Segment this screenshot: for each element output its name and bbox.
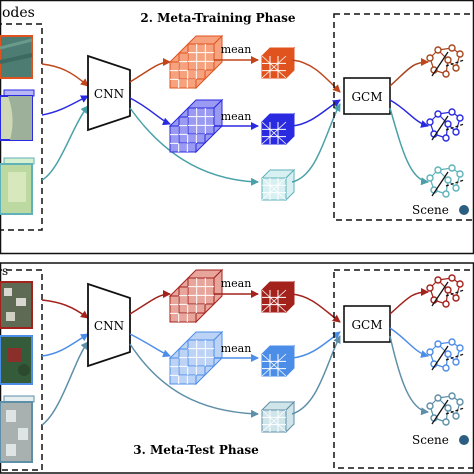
phase-title: 3. Meta-Test Phase xyxy=(133,443,259,457)
feature-cube-icon xyxy=(260,280,296,314)
feature-cube-icon xyxy=(168,34,224,90)
phase-title: 2. Meta-Training Phase xyxy=(140,11,296,25)
support-arrow-orange xyxy=(41,63,89,87)
prototype-arrow-steel xyxy=(291,335,341,415)
mean-label: mean xyxy=(221,342,252,355)
scene-glyph-icon xyxy=(459,205,469,215)
graph-arrow-teal xyxy=(389,107,429,186)
cnn-label: CNN xyxy=(94,87,124,101)
support-image-icon xyxy=(0,281,33,329)
gcm-region xyxy=(333,13,474,221)
panel-border xyxy=(0,0,474,255)
gcm-label: GCM xyxy=(351,318,382,332)
cnn-label: CNN xyxy=(94,319,124,333)
scene-graph-icon xyxy=(426,392,465,426)
graph-arrow-lightblue xyxy=(389,327,429,358)
support-image-icon xyxy=(0,35,33,79)
prototype-arrow-darkred xyxy=(291,293,341,323)
feature-cube-icon xyxy=(168,268,224,324)
support-image-icon xyxy=(0,89,35,141)
query-image-icon xyxy=(0,157,35,215)
support-image-icon xyxy=(0,335,33,385)
scene-graph-icon xyxy=(426,164,465,198)
prototype-arrow-lightblue xyxy=(291,331,341,359)
scene-glyph-icon xyxy=(459,435,469,445)
meta-test-panel: s CNN mean xyxy=(0,262,474,474)
episodes-box xyxy=(0,23,43,231)
scene-label: Scene xyxy=(412,433,449,447)
feature-arrow-blue xyxy=(129,97,171,126)
feature-cube-icon xyxy=(260,344,296,378)
prototype-arrow-blue xyxy=(291,99,341,127)
cnn-block xyxy=(87,54,131,132)
mean-label: mean xyxy=(221,43,252,56)
scene-label: Scene xyxy=(412,203,449,217)
support-arrow-darkred xyxy=(41,299,89,319)
gcm-block xyxy=(343,305,391,343)
support-arrow-blue xyxy=(41,95,89,116)
mean-label: mean xyxy=(221,110,252,123)
query-feature-arrow-steel xyxy=(129,343,259,418)
support-arrow-lightblue xyxy=(41,333,89,357)
graph-arrow-darkred xyxy=(389,288,429,315)
feature-cube-icon xyxy=(260,46,296,80)
feature-cube-icon xyxy=(168,330,224,386)
feature-cube-icon xyxy=(260,400,296,434)
query-arrow-steel xyxy=(41,341,89,426)
scene-graph-icon xyxy=(426,108,465,142)
scene-graph-icon xyxy=(426,338,465,372)
mean-label: mean xyxy=(221,277,252,290)
query-image-icon xyxy=(0,395,35,463)
meta-training-panel: odes CNN xyxy=(0,0,474,255)
feature-arrow-lightblue xyxy=(129,333,171,358)
feature-arrow-orange xyxy=(129,58,171,83)
feature-arrow-darkred xyxy=(129,290,171,315)
prototype-arrow-teal xyxy=(291,103,341,183)
gcm-label: GCM xyxy=(351,90,382,104)
scene-graph-icon xyxy=(426,44,465,78)
query-feature-arrow-teal xyxy=(129,107,259,186)
query-arrow-teal xyxy=(41,105,89,181)
graph-arrow-blue xyxy=(389,99,429,128)
cnn-block xyxy=(87,282,131,368)
gcm-region xyxy=(333,269,474,469)
graph-arrow-steel xyxy=(389,335,429,416)
scene-graph-icon xyxy=(426,274,465,308)
graph-arrow-brown xyxy=(389,58,429,87)
episodes-label: odes xyxy=(2,5,35,21)
episodes-label: s xyxy=(2,264,8,278)
episodes-box xyxy=(0,269,43,471)
feature-cube-icon xyxy=(260,168,296,202)
prototype-arrow-orange xyxy=(291,59,341,93)
gcm-block xyxy=(343,77,391,115)
feature-cube-icon xyxy=(260,112,296,146)
